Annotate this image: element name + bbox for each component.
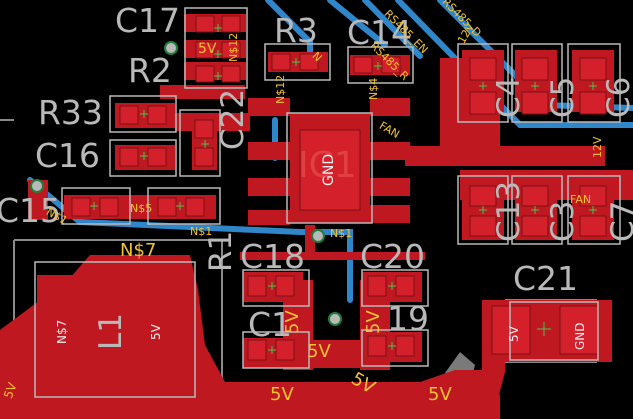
ic1-ground-pad [299,129,361,211]
net-gnd-ic1: GND [321,153,337,186]
r3-label: R3 [274,11,318,50]
c7-label: C7 [605,200,633,242]
c22-label: C22 [215,88,251,150]
net-12v-right: 12V [591,136,604,158]
c13-label: C13 [491,180,527,242]
pads [71,15,607,361]
c16-label: C16 [35,136,101,175]
c15-label: C15 [0,191,62,230]
net-5v-bottom-b: 5V [428,384,452,405]
pad-crosshairs [90,24,597,354]
component-outlines [34,7,621,398]
net-n7-pad: N$7 [55,319,69,344]
c6-label: C6 [601,76,633,118]
c19-label: 19 [387,299,429,338]
c14-label: C14 [347,13,413,52]
l1-label: L1 [93,313,129,350]
c21-label: C21 [513,259,579,298]
c1-label: C1 [248,305,293,344]
r33-label: R33 [38,93,103,132]
c17-label: C17 [115,1,181,40]
net-n7: N$7 [120,240,157,261]
net-n1-a: N$1 [190,225,213,238]
c20-label: C20 [360,237,426,276]
net-fan-right: FAN [570,193,592,206]
r2-label: R2 [128,51,172,90]
ic1-label: IC1 [298,145,357,186]
c3-label: C3 [545,200,581,242]
c18-label: C18 [240,237,306,276]
net-n12-c17: N$12 [227,32,240,62]
c5-label: C5 [545,76,581,118]
net-5v-c21: 5V [507,326,521,342]
net-5v-c19: 5V [363,310,384,334]
c4-label: C4 [491,76,527,118]
net-n12-r3: N$12 [274,74,287,104]
net-n4-c14: N$4 [367,77,380,100]
vias [30,41,342,326]
net-5v-c17: 5V [198,41,217,57]
net-5v-mid: 5V [307,341,331,362]
net-n1-b: N$1 [330,227,353,240]
net-5v-c1: 5V [282,310,303,334]
net-gnd-c21: GND [573,322,587,350]
net-n5: N$5 [130,202,153,215]
net-5v-l1: 5V [149,324,163,340]
net-5v-bottom-a: 5V [270,384,294,405]
